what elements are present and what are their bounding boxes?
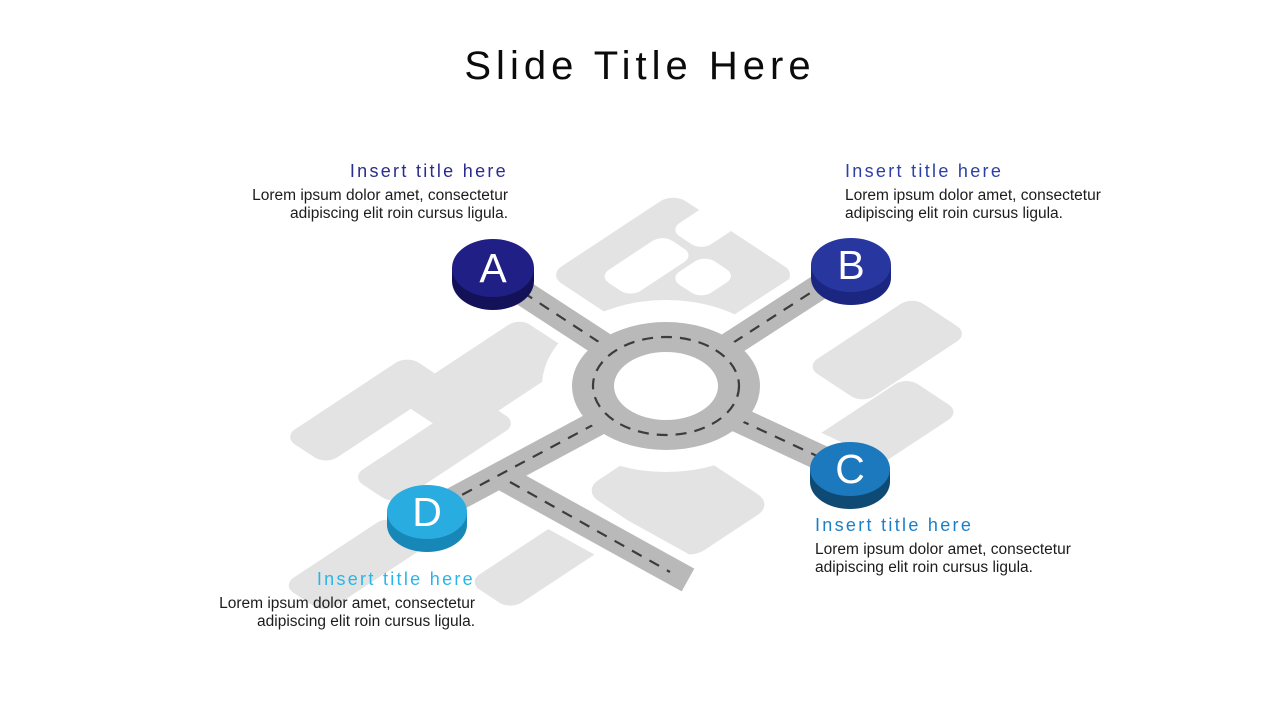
callout-c-body-line1: Lorem ipsum dolor amet, consectetur [815, 541, 1071, 558]
callout-a-body-line2: adipiscing elit roin cursus ligula. [290, 205, 508, 222]
marker-a-top [452, 239, 534, 297]
roundabout-island [614, 352, 718, 420]
block-right-strip-1 [812, 300, 962, 400]
callout-d-title[interactable]: Insert title here [316, 569, 475, 589]
callout-c: Insert title here Lorem ipsum dolor amet… [815, 515, 1115, 577]
top-block-slots [604, 190, 761, 296]
marker-c-top [810, 442, 890, 496]
callout-b-body[interactable]: Lorem ipsum dolor amet, consectetur adip… [845, 187, 1145, 223]
marker-d-top [387, 485, 467, 539]
marker-b-top [811, 238, 891, 292]
block-left-big [402, 321, 574, 435]
block-below-d [288, 519, 424, 609]
marker-d-letter: D [412, 489, 442, 535]
marker-b-letter: B [837, 242, 864, 288]
marker-c[interactable]: C [810, 442, 890, 509]
roundabout-dash-ring [591, 335, 741, 437]
slot-upper [675, 190, 761, 247]
callout-a-body-line1: Lorem ipsum dolor amet, consectetur [252, 187, 508, 204]
callout-b-title[interactable]: Insert title here [845, 161, 1004, 181]
marker-d[interactable]: D [387, 485, 467, 552]
marker-c-letter: C [835, 446, 865, 492]
slot-small [675, 258, 731, 296]
callout-a: Insert title here Lorem ipsum dolor amet… [208, 161, 508, 223]
callout-d-body[interactable]: Lorem ipsum dolor amet, consectetur adip… [175, 595, 475, 631]
callout-d-body-line2: adipiscing elit roin cursus ligula. [257, 613, 475, 630]
callout-b-body-line1: Lorem ipsum dolor amet, consectetur [845, 187, 1101, 204]
callout-d: Insert title here Lorem ipsum dolor amet… [175, 569, 475, 631]
callout-b: Insert title here Lorem ipsum dolor amet… [845, 161, 1145, 223]
block-left-strip-1 [290, 359, 444, 461]
callout-a-body[interactable]: Lorem ipsum dolor amet, consectetur adip… [208, 187, 508, 223]
callout-b-body-line2: adipiscing elit roin cursus ligula. [845, 205, 1063, 222]
slot-lower [604, 238, 689, 294]
callout-c-title[interactable]: Insert title here [815, 515, 974, 535]
slide-title[interactable]: Slide Title Here [464, 44, 816, 88]
callout-d-body-line1: Lorem ipsum dolor amet, consectetur [219, 595, 475, 612]
marker-a-letter: A [479, 245, 507, 291]
callout-c-body[interactable]: Lorem ipsum dolor amet, consectetur adip… [815, 541, 1115, 577]
callout-c-body-line2: adipiscing elit roin cursus ligula. [815, 559, 1033, 576]
marker-b[interactable]: B [811, 238, 891, 305]
callout-a-title[interactable]: Insert title here [349, 161, 508, 181]
marker-a[interactable]: A [452, 239, 534, 310]
